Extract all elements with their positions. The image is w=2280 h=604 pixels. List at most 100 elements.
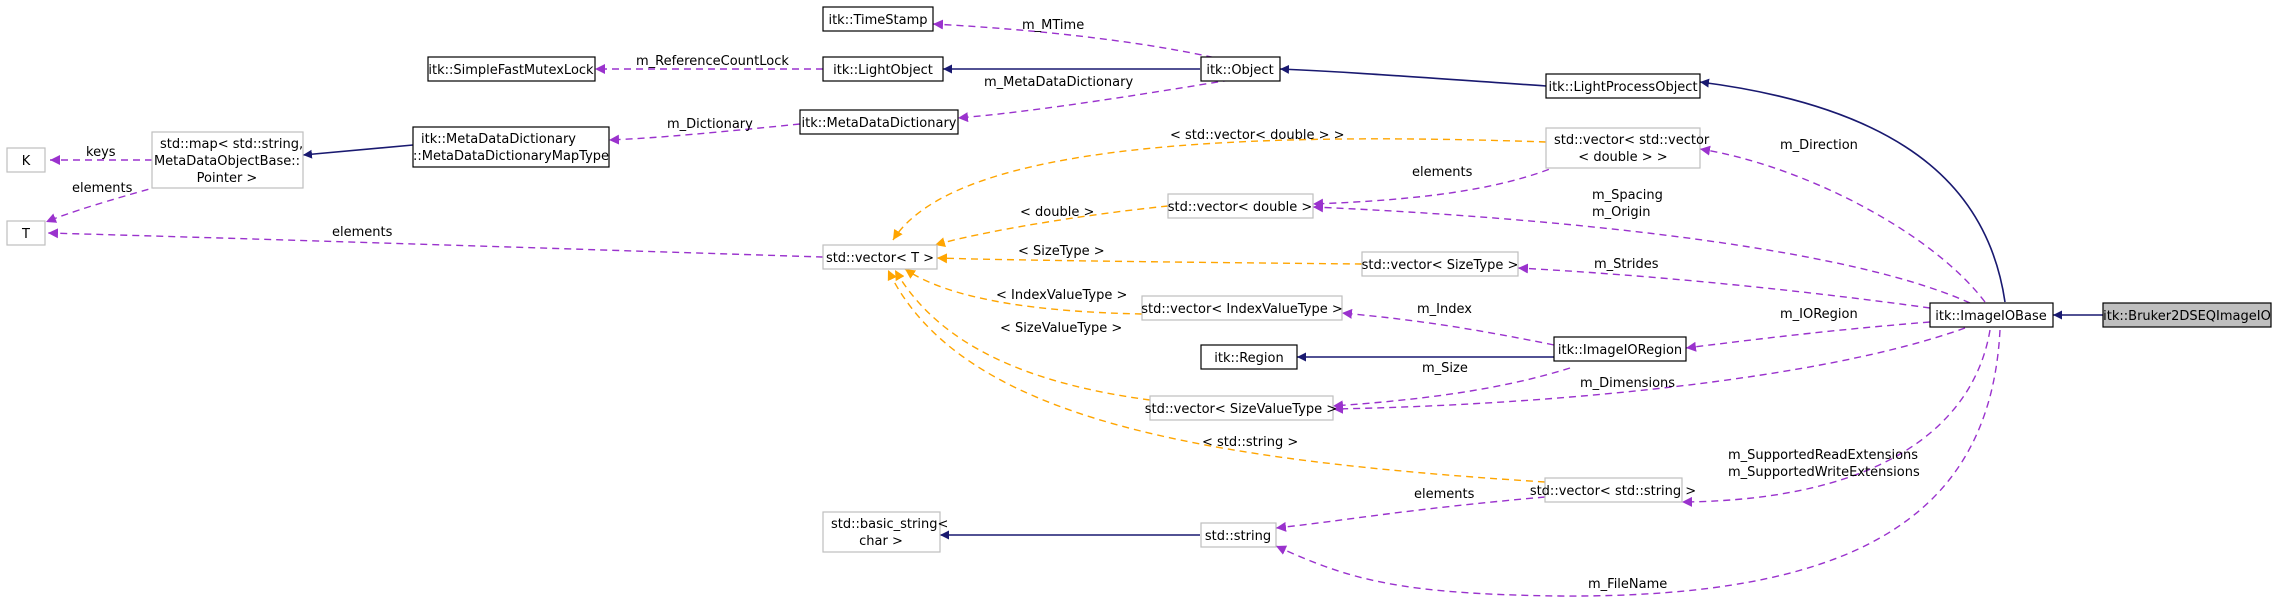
node-region[interactable]: itk::Region <box>1200 344 1298 370</box>
edge-vectorvector-vectort <box>892 138 1547 241</box>
label-write-ext: m_SupportedWriteExtensions <box>1728 465 1920 480</box>
label-read-ext: m_SupportedReadExtensions <box>1728 448 1918 463</box>
node-vector-vector-double[interactable]: std::vector< std::vector < double > > <box>1545 127 1710 169</box>
node-lightobject[interactable]: itk::LightObject <box>822 56 944 82</box>
node-string[interactable]: std::string <box>1200 522 1277 548</box>
node-lightprocessobject[interactable]: itk::LightProcessObject <box>1545 73 1701 99</box>
edge-imageiobase-vectordouble <box>1312 202 1971 304</box>
svg-text:MetaDataObjectBase::: MetaDataObjectBase:: <box>154 154 300 169</box>
node-stdmap[interactable]: std::map< std::string, MetaDataObjectBas… <box>151 131 304 189</box>
node-timestamp[interactable]: itk::TimeStamp <box>822 6 934 32</box>
label-tmpl-sizetype: < SizeType > <box>1018 244 1105 259</box>
svg-text:std::vector< IndexValueType >: std::vector< IndexValueType > <box>1141 302 1343 317</box>
node-vector-t[interactable]: std::vector< T > <box>822 244 938 270</box>
label-keys: keys <box>86 145 116 160</box>
svg-text:std::vector< double >: std::vector< double > <box>1168 200 1312 215</box>
nodes: itk::Bruker2DSEQImageIO itk::ImageIOBase… <box>6 6 2272 553</box>
label-spacing: m_Spacing <box>1592 188 1663 203</box>
svg-text:std::vector< T >: std::vector< T > <box>826 251 934 266</box>
node-vector-string[interactable]: std::vector< std::string > <box>1530 477 1696 503</box>
svg-text:itk::MetaDataDictionary: itk::MetaDataDictionary <box>802 116 957 131</box>
node-vector-indexvaluetype[interactable]: std::vector< IndexValueType > <box>1141 295 1343 321</box>
svg-text:std::vector< SizeValueType >: std::vector< SizeValueType > <box>1145 402 1337 417</box>
label-metadatadictionary: m_MetaDataDictionary <box>984 75 1133 90</box>
edge-vectorstring-string <box>1275 496 1546 532</box>
label-refcountlock: m_ReferenceCountLock <box>636 54 789 69</box>
node-metadatadictionarymaptype[interactable]: itk::MetaDataDictionary ::MetaDataDictio… <box>412 126 610 168</box>
edge-vectordouble-vectort <box>934 205 1169 248</box>
svg-text:std::vector< std::vector: std::vector< std::vector <box>1554 133 1710 148</box>
svg-text:itk::LightObject: itk::LightObject <box>833 63 933 78</box>
svg-text:itk::ImageIORegion: itk::ImageIORegion <box>1558 343 1682 358</box>
svg-text:itk::LightProcessObject: itk::LightProcessObject <box>1548 80 1697 95</box>
edge-metadatadictionary-maptype <box>608 123 801 145</box>
svg-text:itk::SimpleFastMutexLock: itk::SimpleFastMutexLock <box>428 63 594 78</box>
edge-stdmap-t <box>45 185 161 223</box>
edge-object-metadatadictionary <box>957 79 1231 123</box>
edges <box>45 19 2103 597</box>
label-origin: m_Origin <box>1592 205 1650 220</box>
edge-vectorvector-vectordouble <box>1312 164 1561 209</box>
edge-vectorsizetype-vectort <box>936 253 1363 265</box>
edge-maptype-stdmap <box>302 144 414 159</box>
label-t-elements: elements <box>332 225 393 240</box>
svg-text:itk::Object: itk::Object <box>1206 63 1273 78</box>
svg-text:itk::ImageIOBase: itk::ImageIOBase <box>1935 309 2046 324</box>
edge-vectorstring-vectort <box>887 269 1546 483</box>
edge-vectorsizevalue-vectort <box>894 269 1151 401</box>
edge-imageiobase-lightprocessobject <box>1699 78 2006 303</box>
svg-text:itk::MetaDataDictionary: itk::MetaDataDictionary <box>421 132 576 147</box>
label-strides: m_Strides <box>1594 257 1659 272</box>
svg-text:T: T <box>21 227 30 242</box>
label-vv-elements: elements <box>1412 165 1473 180</box>
label-ioregion: m_IORegion <box>1780 307 1858 322</box>
svg-text:std::map< std::string,: std::map< std::string, <box>160 137 303 152</box>
edge-object-timestamp <box>932 19 1226 61</box>
node-basic-string[interactable]: std::basic_string< char > <box>822 511 948 553</box>
svg-text:K: K <box>22 154 31 169</box>
label-dimensions: m_Dimensions <box>1580 376 1675 391</box>
edge-imageioregion-vectorindex <box>1341 308 1555 346</box>
node-vector-double[interactable]: std::vector< double > <box>1167 193 1314 219</box>
node-vector-sizetype[interactable]: std::vector< SizeType > <box>1361 251 1519 277</box>
svg-text:std::vector< std::string >: std::vector< std::string > <box>1530 484 1696 499</box>
svg-text:itk::Bruker2DSEQImageIO: itk::Bruker2DSEQImageIO <box>2103 309 2271 324</box>
label-filename: m_FileName <box>1588 577 1667 592</box>
svg-text:Pointer >: Pointer > <box>197 171 258 186</box>
svg-text:std::basic_string<: std::basic_string< <box>831 517 948 532</box>
edge-imageiobase-vectorstring <box>1681 329 1991 507</box>
svg-text:::MetaDataDictionaryMapType: ::MetaDataDictionaryMapType <box>413 149 609 164</box>
svg-text:< double > >: < double > > <box>1578 150 1667 165</box>
svg-text:itk::TimeStamp: itk::TimeStamp <box>828 13 927 28</box>
node-imageiobase[interactable]: itk::ImageIOBase <box>1929 302 2054 328</box>
svg-text:std::vector< SizeType >: std::vector< SizeType > <box>1362 258 1519 273</box>
node-k[interactable]: K <box>6 147 46 173</box>
label-vs-elements: elements <box>1414 487 1475 502</box>
label-size: m_Size <box>1422 361 1468 376</box>
label-tmpl-string: < std::string > <box>1202 435 1298 450</box>
label-tmpl-double: < double > <box>1020 205 1094 220</box>
edge-imageiobase-vectorsizetype <box>1517 263 1931 309</box>
label-tmpl-indexvaluetype: < IndexValueType > <box>996 288 1127 303</box>
node-vector-sizevaluetype[interactable]: std::vector< SizeValueType > <box>1145 395 1337 421</box>
svg-text:std::string: std::string <box>1205 529 1271 544</box>
edge-labels: m_MTime m_ReferenceCountLock m_MetaDataD… <box>72 18 1920 592</box>
svg-text:char >: char > <box>859 534 903 549</box>
svg-text:itk::Region: itk::Region <box>1214 351 1284 366</box>
edge-imageiobase-imageioregion <box>1685 321 1931 352</box>
node-imageioregion[interactable]: itk::ImageIORegion <box>1553 336 1687 362</box>
edge-imageioregion-vectorsizevalue <box>1332 367 1571 411</box>
label-tmpl-sizevaluetype: < SizeValueType > <box>1000 321 1122 336</box>
edge-imageiobase-vectorvector <box>1699 145 1986 303</box>
node-bruker2dseqimageio[interactable]: itk::Bruker2DSEQImageIO <box>2102 302 2272 328</box>
node-object[interactable]: itk::Object <box>1200 56 1281 82</box>
label-tmpl-vector-double: < std::vector< double > > <box>1170 128 1345 143</box>
edge-imageiobase-string <box>1275 329 2001 597</box>
node-t[interactable]: T <box>6 220 46 246</box>
label-index: m_Index <box>1417 302 1472 317</box>
label-dictionary: m_Dictionary <box>667 117 753 132</box>
edge-vectort-t <box>47 228 824 258</box>
node-simplefastmutexlock[interactable]: itk::SimpleFastMutexLock <box>427 56 596 82</box>
node-metadatadictionary[interactable]: itk::MetaDataDictionary <box>799 109 959 135</box>
